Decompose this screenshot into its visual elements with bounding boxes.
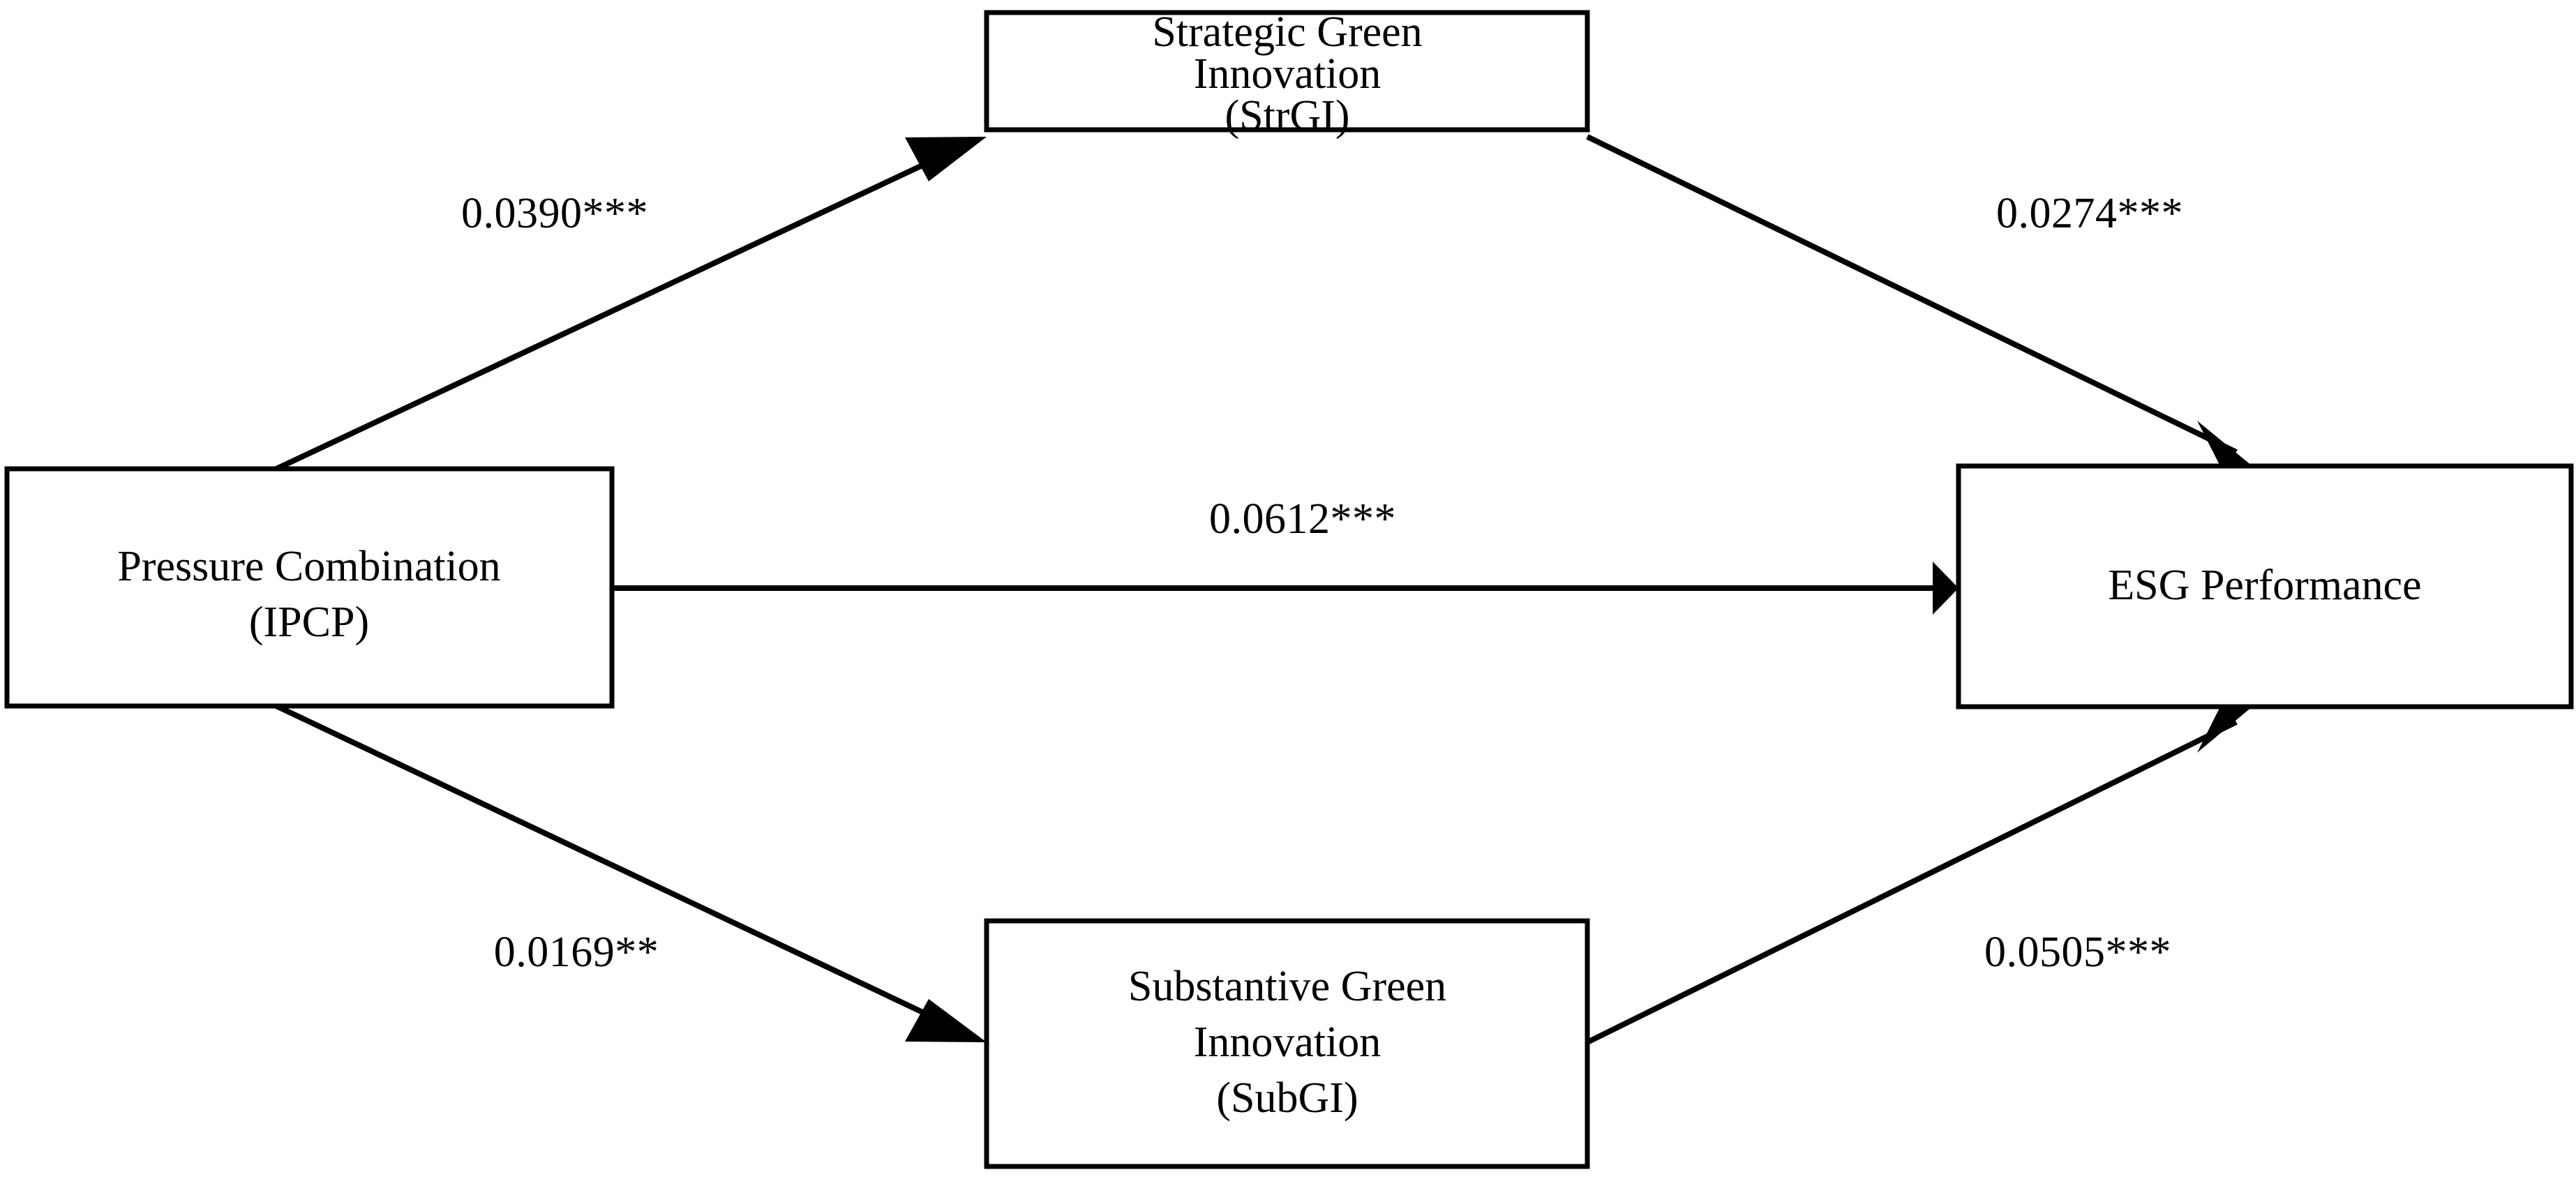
edge-ipcp-to-esg: 0.0612*** xyxy=(612,495,1959,615)
node-label-strgi-line1: Strategic Green xyxy=(1152,8,1422,56)
node-label-ipcp-line2: (IPCP) xyxy=(249,599,369,646)
node-label-strgi-line2: Innovation xyxy=(1194,50,1381,98)
edge-ipcp-to-subgi: 0.0169** xyxy=(275,703,987,1042)
node-esg-performance[interactable]: ESG Performance xyxy=(1956,463,2574,709)
arrowhead-ipcp-strgi xyxy=(905,137,987,181)
edge-label-strgi-esg: 0.0274*** xyxy=(1996,190,2183,237)
node-label-esg-line1: ESG Performance xyxy=(2108,562,2421,609)
arrowhead-ipcp-subgi xyxy=(905,999,987,1042)
node-label-subgi-line1: Substantive Green xyxy=(1128,963,1446,1010)
node-box-subgi[interactable] xyxy=(984,918,1590,1169)
node-box-strgi[interactable] xyxy=(984,10,1590,133)
node-label-subgi-line3: (SubGI) xyxy=(1216,1074,1358,1122)
edge-line-ipcp-subgi xyxy=(275,703,971,1037)
edge-label-ipcp-subgi: 0.0169** xyxy=(494,929,659,976)
node-substantive-green-innovation[interactable]: Substantive Green Innovation (SubGI) xyxy=(984,918,1590,1169)
node-box-ipcp[interactable] xyxy=(4,466,615,709)
edge-ipcp-to-strgi: 0.0390*** xyxy=(275,137,987,472)
node-label-strgi-line3: (StrGI) xyxy=(1225,92,1349,140)
edge-label-ipcp-esg: 0.0612*** xyxy=(1209,495,1396,543)
arrowhead-ipcp-esg xyxy=(1933,562,1959,615)
edge-label-ipcp-strgi: 0.0390*** xyxy=(461,190,648,237)
node-strategic-green-innovation[interactable]: Strategic Green Innovation (StrGI) xyxy=(984,8,1590,140)
arrowhead-subgi-esg xyxy=(2197,707,2252,753)
edge-strgi-to-esg: 0.0274*** xyxy=(1586,134,2252,466)
edge-line-strgi-esg xyxy=(1586,134,2238,455)
node-box-esg[interactable] xyxy=(1956,463,2574,709)
node-label-subgi-line2: Innovation xyxy=(1194,1019,1381,1066)
node-pressure-combination[interactable]: Pressure Combination (IPCP) xyxy=(4,466,615,709)
edge-line-ipcp-strgi xyxy=(275,140,971,472)
arrowhead-strgi-esg xyxy=(2197,421,2252,466)
edge-line-subgi-esg xyxy=(1586,719,2238,1045)
edge-label-subgi-esg: 0.0505*** xyxy=(1984,929,2171,976)
node-label-ipcp-line1: Pressure Combination xyxy=(117,543,500,590)
edge-subgi-to-esg: 0.0505*** xyxy=(1586,707,2252,1045)
